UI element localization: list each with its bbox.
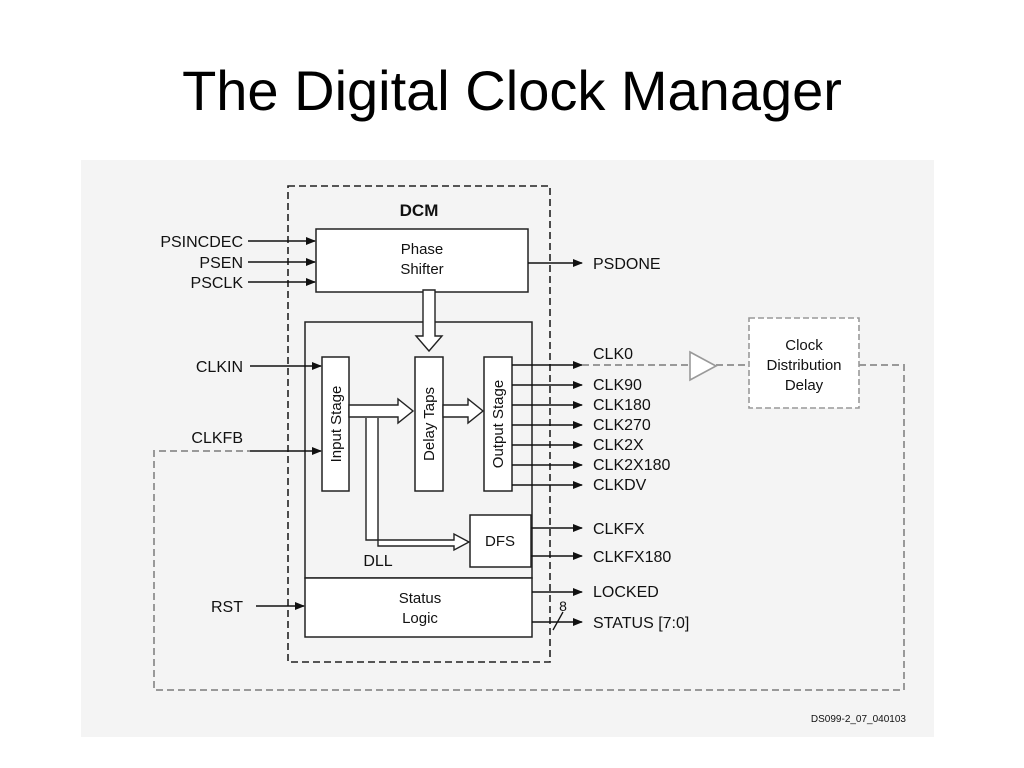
locked-label: LOCKED (593, 584, 659, 601)
status-logic-label-line1: Status (399, 590, 442, 607)
phase-shifter-block (315, 228, 529, 293)
status-logic-label-line2: Logic (402, 610, 438, 627)
slide-title: The Digital Clock Manager (182, 59, 842, 122)
psen-label: PSEN (199, 255, 243, 272)
dcm-label: DCM (400, 201, 439, 220)
clk2x180-label: CLK2X180 (593, 457, 670, 474)
diagram-panel: DCM Phase Shifter Status Logic Input Sta… (81, 160, 934, 737)
clock-buffer-icon (689, 350, 718, 382)
status-label: STATUS [7:0] (593, 615, 689, 632)
figure-id: DS099-2_07_040103 (811, 714, 907, 725)
input-stage-block (321, 356, 350, 492)
delay-to-output-arrow (442, 397, 485, 425)
dll-label: DLL (363, 553, 392, 570)
output-stage-label: Output Stage (490, 380, 507, 468)
dcm-boundary (287, 185, 551, 663)
clk180-label: CLK180 (593, 397, 651, 414)
phase-shifter-label-line2: Shifter (400, 261, 443, 278)
rst-label: RST (211, 599, 243, 616)
dfs-block (469, 514, 532, 568)
delay-taps-block (414, 356, 444, 492)
psdone-label: PSDONE (593, 256, 661, 273)
bus-width-label: 8 (559, 598, 567, 614)
clock-distribution-label-line1: Clock (785, 337, 823, 354)
clock-distribution-label-line3: Delay (785, 377, 824, 394)
dcm-block-diagram: DCM Phase Shifter Status Logic Input Sta… (153, 185, 907, 725)
clkfx-label: CLKFX (593, 521, 645, 538)
clkfx180-label: CLKFX180 (593, 549, 671, 566)
phase-to-delay-arrow (414, 289, 444, 353)
status-logic-block (304, 577, 533, 638)
feedback-loop-wire (153, 364, 905, 691)
clk270-label: CLK270 (593, 417, 651, 434)
clk0-label: CLK0 (593, 346, 633, 363)
clkin-label: CLKIN (196, 359, 243, 376)
psincdec-label: PSINCDEC (160, 234, 243, 251)
clock-distribution-label-line2: Distribution (766, 357, 841, 374)
clk90-label: CLK90 (593, 377, 642, 394)
output-stage-block (483, 356, 513, 492)
clkfb-label: CLKFB (191, 430, 243, 447)
clock-distribution-delay-block (748, 317, 860, 409)
bus-slash (552, 611, 564, 631)
phase-shifter-label-line1: Phase (401, 241, 444, 258)
clk2x-label: CLK2X (593, 437, 644, 454)
input-stage-label: Input Stage (328, 386, 345, 463)
input-to-delay-arrow (348, 397, 415, 425)
delay-taps-label: Delay Taps (421, 387, 438, 461)
clkdv-label: CLKDV (593, 477, 647, 494)
input-to-dfs-arrow (365, 418, 471, 552)
dfs-label: DFS (485, 533, 515, 550)
psclk-label: PSCLK (191, 275, 244, 292)
